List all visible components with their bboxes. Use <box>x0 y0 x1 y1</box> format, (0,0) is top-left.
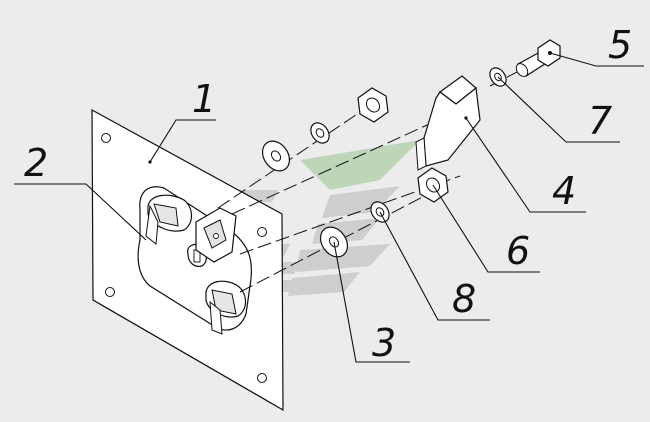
terminal-bracket-part-4 <box>415 75 481 171</box>
callout-6: 6 <box>506 229 530 273</box>
bolt-part-5 <box>515 39 561 77</box>
callouts: 1 2 3 4 5 6 7 8 <box>24 23 632 365</box>
washer-upper <box>261 140 291 172</box>
lock-washer-upper <box>310 122 330 144</box>
callout-5: 5 <box>608 23 632 67</box>
leader-lines <box>14 52 644 363</box>
callout-3: 3 <box>372 321 396 365</box>
callout-1: 1 <box>192 77 216 121</box>
callout-7: 7 <box>588 99 612 143</box>
callout-2: 2 <box>24 141 48 185</box>
nut-upper <box>357 87 389 123</box>
contact-holder <box>137 186 253 335</box>
callout-4: 4 <box>552 169 576 213</box>
callout-8: 8 <box>452 277 476 321</box>
